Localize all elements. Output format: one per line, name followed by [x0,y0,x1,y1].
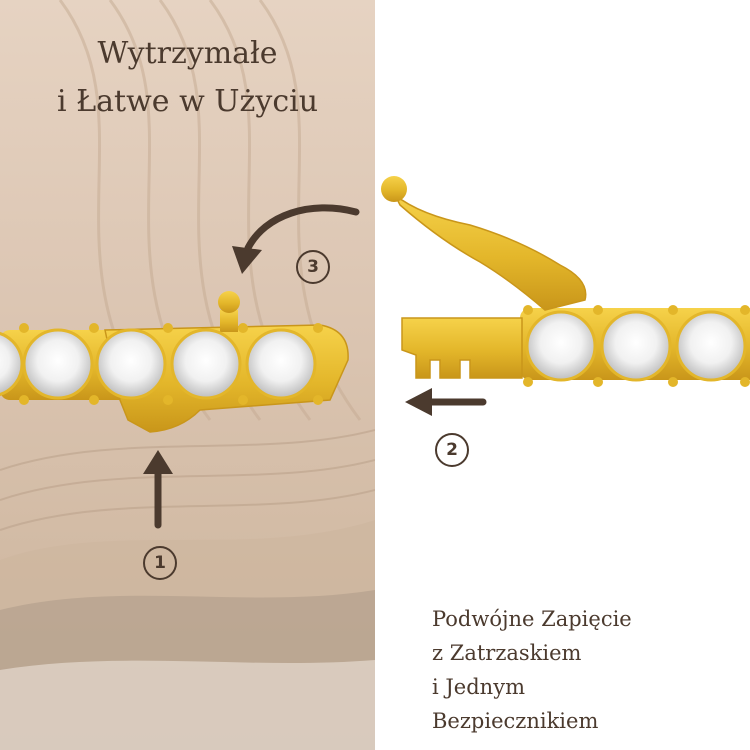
caption-line-3: i Jednym [432,675,525,699]
step-3-badge: 3 [296,250,330,284]
heading-line-1: Wytrzymałe [97,36,278,71]
wave-background [0,0,375,750]
caption-line-4: Bezpiecznikiem [432,709,599,733]
arrow-up-icon [143,450,173,529]
stone-row-left [0,328,317,400]
stone-row-right [525,310,747,382]
heading: Wytrzymałe i Łatwe w Użyciu [0,30,375,126]
arrow-left-icon [405,388,487,416]
closed-clasp-bracelet [0,291,349,433]
caption-line-2: z Zatrzaskiem [432,641,582,665]
step-2-badge: 2 [435,433,469,467]
heading-line-2: i Łatwe w Użyciu [56,84,319,119]
open-clasp-bracelet [381,176,750,387]
caption: Podwójne Zapięcie z Zatrzaskiem i Jednym… [432,602,632,738]
arrow-curved-icon [232,204,360,274]
step-1-badge: 1 [143,546,177,580]
caption-line-1: Podwójne Zapięcie [432,607,632,631]
